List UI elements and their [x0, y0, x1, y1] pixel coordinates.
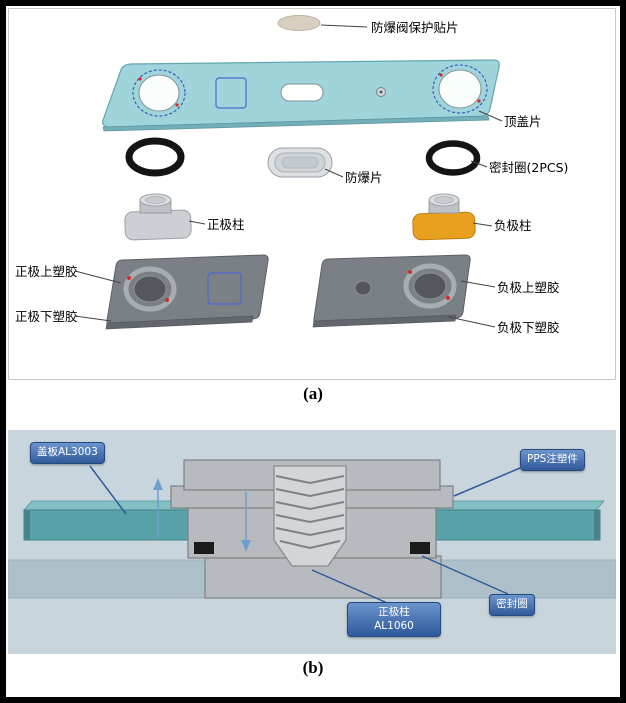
negative-pole-shape	[412, 193, 476, 241]
label-seal-ring: 密封圈(2PCS)	[489, 160, 569, 175]
flow-arrows	[153, 478, 251, 552]
cover-plate-right-shape	[405, 500, 605, 541]
exploded-view-panel: 防爆阀保护贴片 顶盖片 防爆片 密封圈(2PCS) 正极柱 负极柱 正极上塑胶 …	[8, 8, 616, 380]
seal-ring-right-shape	[425, 140, 481, 176]
callout-seal-ring: 密封圈	[489, 594, 535, 616]
label-positive-pole: 正极柱	[207, 217, 245, 232]
cross-section-panel: 盖板AL3003 PPS注塑件 正极柱 AL1060 密封圈	[8, 430, 616, 654]
caption-a: (a)	[303, 384, 323, 403]
callout-cover-plate: 盖板AL3003	[30, 442, 105, 464]
negative-plastic-shape	[312, 254, 471, 328]
callout-positive-pole-line1: 正极柱	[378, 606, 410, 618]
callout-positive-pole-line2: AL1060	[374, 619, 414, 632]
callout-positive-pole: 正极柱 AL1060	[347, 602, 441, 638]
label-burst-disc: 防爆片	[345, 170, 383, 185]
label-positive-lower-plastic: 正极下塑胶	[15, 309, 78, 324]
exploded-view-drawing	[74, 15, 503, 330]
callout-lines	[89, 465, 521, 607]
label-positive-upper-plastic: 正极上塑胶	[15, 264, 78, 279]
positive-pole-shape	[124, 193, 192, 241]
seal-right-shape	[410, 542, 430, 554]
label-protection-sticker: 防爆阀保护贴片	[371, 20, 459, 35]
positive-plastic-shape	[105, 254, 269, 330]
top-cover-plate-shape	[102, 59, 500, 132]
protection-sticker-shape	[277, 15, 321, 31]
figure-page: 防爆阀保护贴片 顶盖片 防爆片 密封圈(2PCS) 正极柱 负极柱 正极上塑胶 …	[6, 6, 620, 697]
label-negative-pole: 负极柱	[494, 218, 532, 233]
seal-ring-left-shape	[125, 137, 185, 177]
thread-bore-shape	[273, 465, 347, 567]
label-negative-upper-plastic: 负极上塑胶	[497, 280, 560, 295]
cross-section-drawing	[8, 430, 616, 654]
label-negative-lower-plastic: 负极下塑胶	[497, 320, 560, 335]
caption-b: (b)	[302, 658, 324, 677]
callout-pps-molding: PPS注塑件	[520, 449, 585, 471]
seal-left-shape	[194, 542, 214, 554]
leader-lines	[74, 24, 503, 328]
label-top-cover: 顶盖片	[504, 114, 542, 129]
burst-disc-shape	[267, 147, 333, 178]
